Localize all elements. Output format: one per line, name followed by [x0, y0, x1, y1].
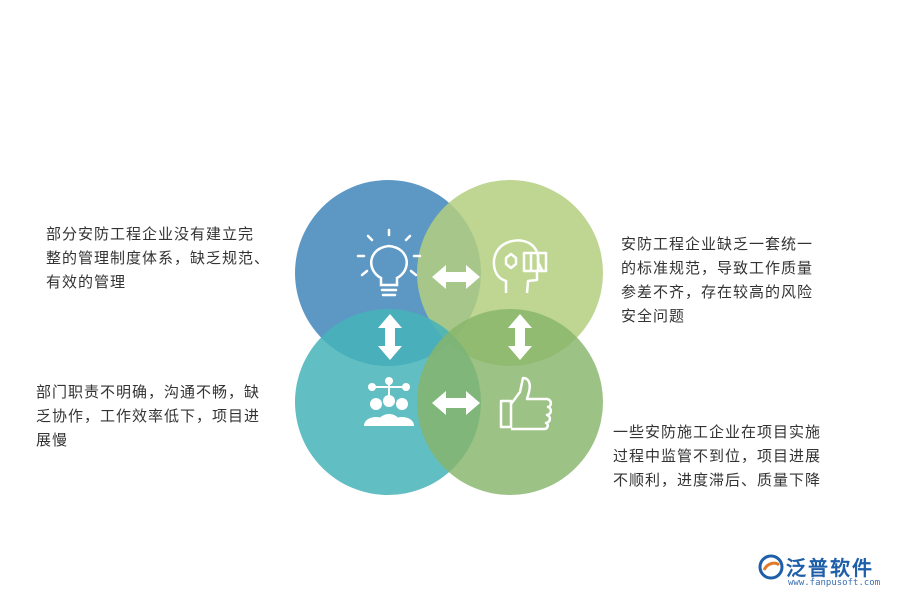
double-arrow-top-icon [432, 265, 480, 289]
text-line: 部门职责不明确，沟通不畅，缺 [36, 383, 261, 401]
logo-name: 泛普软件 [786, 556, 874, 580]
text-line: 乏协作，工作效率低下，项目进 [36, 407, 261, 425]
thumbs-up-icon [499, 376, 553, 431]
text-top-right: 安防工程企业缺乏一套统一 的标准规范，导致工作质量 参差不齐，存在较高的风险 安… [621, 232, 813, 328]
text-line: 展慢 [36, 431, 69, 449]
text-line: 部分安防工程企业没有建立完 [46, 225, 255, 243]
text-top-left: 部分安防工程企业没有建立完 整的管理制度体系，缺乏规范、 有效的管理 [46, 222, 270, 294]
text-line: 有效的管理 [46, 273, 127, 291]
brand-logo[interactable]: 泛普软件 www.fanpusoft.com [758, 552, 888, 592]
text-line: 参差不齐，存在较高的风险 [621, 283, 814, 301]
text-bottom-right: 一些安防施工企业在项目实施 过程中监管不到位，项目进展 不顺利，进度滞后、质量下… [613, 420, 821, 492]
text-line: 安防工程企业缺乏一套统一 [621, 235, 814, 253]
text-line: 过程中监管不到位，项目进展 [613, 447, 822, 465]
double-arrow-left-icon [378, 314, 402, 360]
text-line: 一些安防施工企业在项目实施 [613, 423, 822, 441]
head-gear-icon [492, 239, 548, 294]
double-arrow-bottom-icon [432, 391, 480, 415]
text-line: 整的管理制度体系，缺乏规范、 [46, 249, 271, 267]
double-arrow-right-icon [508, 314, 532, 360]
logo-mark-icon [758, 554, 784, 580]
circle-top-right [417, 180, 603, 366]
logo-url: www.fanpusoft.com [788, 578, 881, 588]
text-bottom-left: 部门职责不明确，沟通不畅，缺 乏协作，工作效率低下，项目进 展慢 [36, 380, 260, 452]
text-line: 不顺利，进度滞后、质量下降 [613, 471, 822, 489]
lightbulb-icon [356, 228, 422, 297]
team-network-icon [364, 377, 414, 426]
text-line: 安全问题 [621, 307, 686, 325]
text-line: 的标准规范，导致工作质量 [621, 259, 814, 277]
